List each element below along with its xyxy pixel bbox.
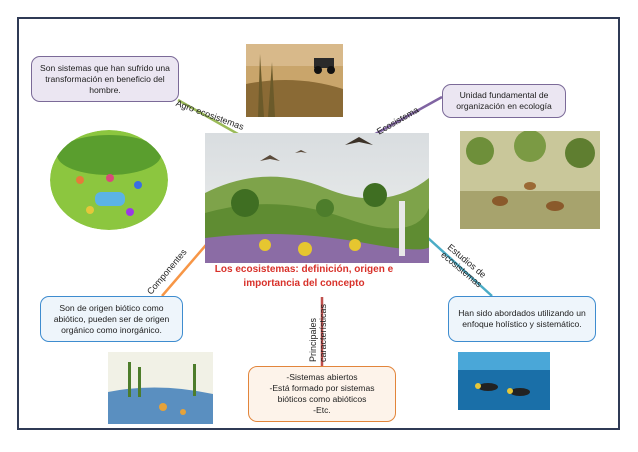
pond-ecosystem-picture bbox=[108, 352, 213, 424]
central-landscape-image bbox=[205, 133, 429, 263]
componentes-text: Son de origen biótico como abiótico, pue… bbox=[53, 302, 170, 335]
forest-animals-picture bbox=[460, 131, 600, 229]
divers-underwater-picture bbox=[458, 352, 550, 410]
agro-ecosistemas-text: Son sistemas que han sufrido una transfo… bbox=[40, 62, 170, 95]
agro-picture bbox=[246, 44, 343, 117]
principales-text: -Sistemas abiertos -Está formado por sis… bbox=[269, 372, 375, 415]
estudios-text: Han sido abordados utilizando un enfoque… bbox=[458, 308, 586, 329]
children-nature-picture bbox=[50, 130, 168, 230]
principales-label: Principales características bbox=[308, 303, 328, 362]
estudios-box: Han sido abordados utilizando un enfoque… bbox=[448, 296, 596, 342]
ecosistema-box: Unidad fundamental de organización en ec… bbox=[442, 84, 566, 118]
central-title: Los ecosistemas: definición, origen e im… bbox=[212, 263, 396, 297]
principales-box: -Sistemas abiertos -Está formado por sis… bbox=[248, 366, 396, 422]
agro-ecosistemas-box: Son sistemas que han sufrido una transfo… bbox=[31, 56, 179, 102]
agro-connector bbox=[177, 98, 246, 140]
estudios-connector bbox=[427, 237, 493, 297]
componentes-connector bbox=[161, 237, 213, 297]
ecosistema-connector bbox=[367, 95, 443, 140]
componentes-box: Son de origen biótico como abiótico, pue… bbox=[40, 296, 183, 342]
ecosistema-text: Unidad fundamental de organización en ec… bbox=[456, 90, 552, 111]
